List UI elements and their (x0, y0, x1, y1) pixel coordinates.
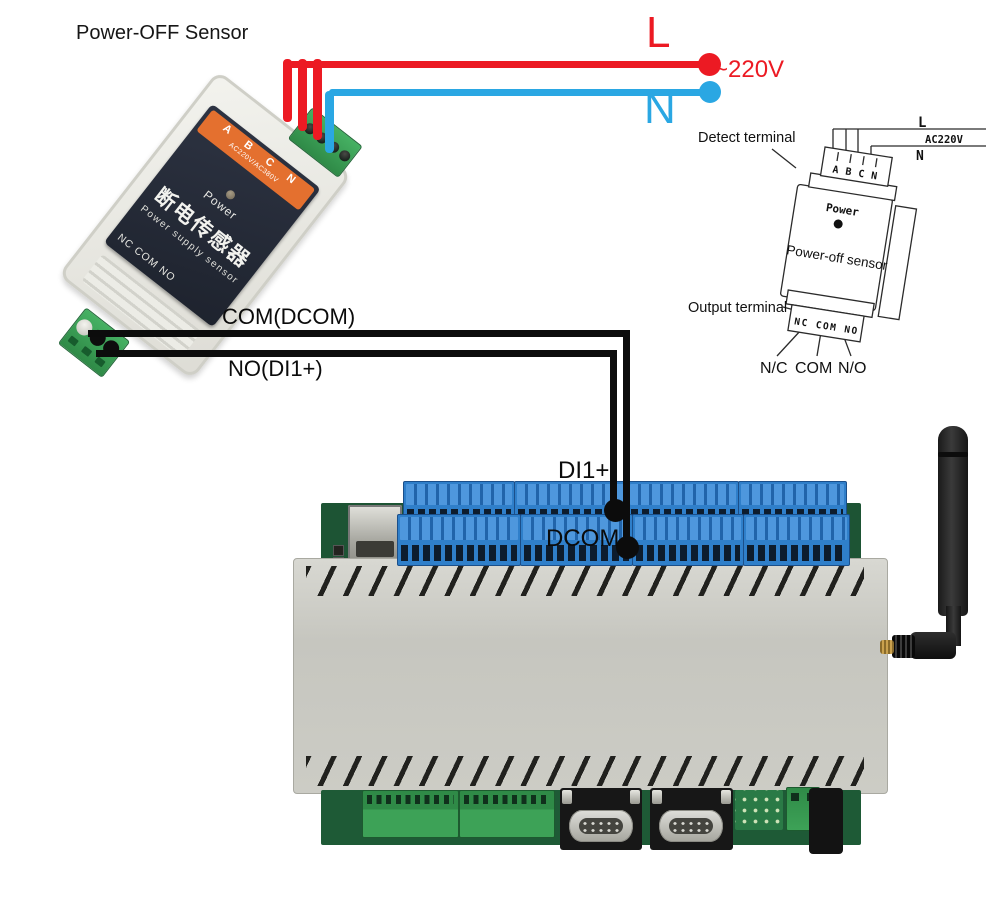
terminal-screw-n (336, 148, 353, 164)
db9-screw-post (562, 790, 572, 804)
dc-power-jack (809, 788, 843, 854)
schematic-output-terminal-label: Output terminal (688, 300, 787, 316)
dcom-terminal-label: DCOM (546, 525, 620, 552)
io-terminal-block (632, 514, 744, 566)
vent-slots-bottom (306, 756, 864, 786)
live-wire-branch-c (313, 59, 322, 140)
live-line-label: L (646, 8, 671, 57)
schematic-pin-a: A (832, 164, 840, 176)
terminal-slot (94, 356, 106, 368)
db9-screw-post (721, 790, 731, 804)
antenna-nut (892, 635, 915, 658)
antenna-sma-connector (880, 640, 894, 654)
rs232-port-male (560, 788, 642, 850)
no-di1-wire (96, 350, 617, 357)
green-terminal-block (459, 790, 555, 838)
io-terminal-block (520, 514, 633, 566)
page-title: Power-OFF Sensor (76, 22, 249, 44)
db9-pins (669, 818, 713, 834)
neutral-line-label: N (644, 84, 676, 133)
din-rail-part (877, 204, 918, 321)
schematic-pin-b: B (845, 167, 853, 179)
case-screw (302, 667, 319, 684)
tick (849, 154, 852, 164)
schematic-power-label: Power (825, 201, 860, 219)
status-led-area (735, 790, 783, 830)
db9-face (659, 810, 723, 842)
dcom-connection-dot (616, 536, 639, 559)
tick (874, 158, 878, 168)
schematic-pin-c: C (857, 169, 865, 181)
board-button (333, 545, 344, 556)
ethernet-port (348, 505, 402, 563)
schematic-no-out-label: N/O (838, 360, 866, 377)
vent-slots-top (306, 566, 864, 596)
terminal-slot (80, 345, 93, 357)
terminal-slot (67, 335, 79, 347)
antenna-hinge (910, 632, 956, 659)
wifi-antenna (938, 426, 968, 616)
db9-screw-post (630, 790, 640, 804)
live-wire-branch-b (298, 59, 307, 131)
schematic-com-out-label: COM (795, 360, 832, 377)
di1-connection-dot (604, 499, 627, 522)
db9-screw-post (652, 790, 662, 804)
schematic-neutral-label: N (916, 149, 924, 164)
rs232-port-female (650, 788, 733, 850)
output-terminal-box (787, 303, 865, 343)
no-di1-wire-drop (610, 350, 617, 511)
schematic-power-dot (833, 219, 843, 229)
mains-voltage-label: ~220V (714, 56, 785, 83)
live-wire-endpoint (698, 53, 721, 76)
no-wire-label: NO(DI1+) (228, 356, 323, 381)
detect-terminal-box (819, 146, 893, 187)
tick (862, 156, 865, 166)
schematic-device-body: A B C N Power Power-off sensor NC COM NO (780, 146, 918, 343)
power-led (224, 188, 237, 202)
neutral-wire-branch (325, 91, 334, 153)
board-metal-case (293, 558, 888, 794)
antenna-ring (938, 452, 968, 457)
com-wire-label: COM(DCOM) (222, 304, 356, 329)
com-dcom-wire (88, 330, 630, 337)
io-terminal-block (397, 514, 521, 566)
db9-pins (579, 818, 623, 834)
detect-terminal-pointer (771, 148, 797, 169)
pcb-screw (845, 791, 859, 805)
db9-face (569, 810, 633, 842)
schematic-voltage-label: AC220V (925, 134, 964, 146)
neutral-wire-endpoint (699, 81, 721, 103)
sensor-wiring-schematic: A B C N Power Power-off sensor NC COM NO… (688, 115, 986, 377)
com-dcom-wire-drop (623, 330, 630, 548)
di1-terminal-label: DI1+ (558, 457, 610, 484)
pcb-screw (332, 793, 346, 807)
nc-lead-line (776, 329, 802, 357)
schematic-detect-terminal-label: Detect terminal (698, 130, 796, 146)
schematic-live-label: L (918, 115, 926, 131)
schematic-pin-n: N (870, 171, 878, 183)
tick (836, 152, 840, 162)
schematic-nc-out-label: N/C (760, 360, 788, 377)
live-wire (283, 61, 710, 68)
green-terminal-block (362, 790, 459, 838)
live-wire-branch-a (283, 59, 292, 122)
io-terminal-block (743, 514, 850, 566)
neutral-wire (329, 89, 710, 96)
case-screw (864, 667, 881, 684)
